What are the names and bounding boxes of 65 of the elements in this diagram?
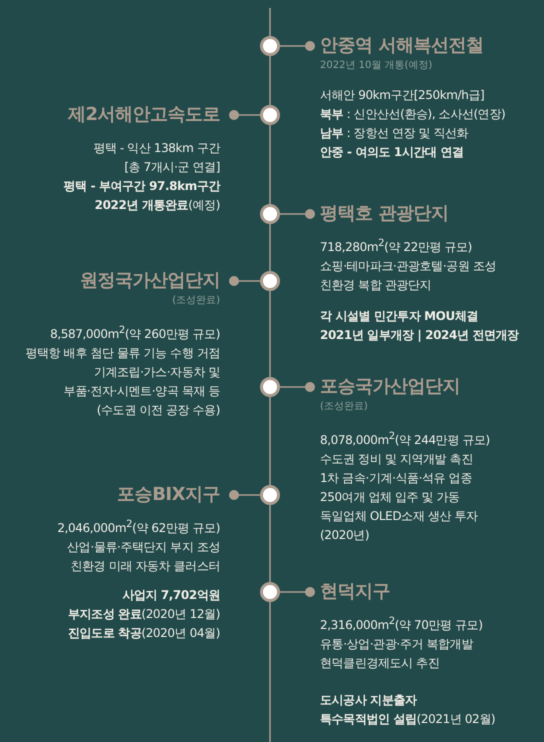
- detail-text: 2021년 일부개장 | 2024년 전면개장: [319, 327, 519, 344]
- connector-line: [280, 382, 315, 392]
- detail-text: 특수목적법인 설립(2021년 02월): [319, 711, 496, 728]
- entry-title: 제2서해안고속도로: [66, 103, 221, 127]
- entry-title: 포승국가산업단지: [319, 375, 461, 399]
- timeline-marker: [260, 485, 280, 505]
- detail-text: 북부 : 신안산선(환승), 소사선(연장): [319, 106, 506, 123]
- detail-text: 부지조성 완료(2020년 12월): [67, 606, 221, 623]
- detail-text: 2,046,000m$^{2}$(약 62만평 규모): [57, 518, 221, 537]
- detail-text: 남부 : 장항선 연장 및 직선화: [319, 125, 470, 142]
- timeline-marker: [260, 271, 280, 291]
- detail-text: 독일업체 OLED소재 생산 투자: [319, 508, 479, 525]
- timeline-line: [269, 125, 271, 204]
- detail-text: (수도권 이전 공장 수용): [96, 402, 221, 419]
- timeline-marker: [260, 36, 280, 56]
- entry-title: 원정국가산업단지: [79, 269, 221, 293]
- status-note: 2022년 10월 개통(예정): [319, 59, 434, 73]
- detail-text: 도시공사 지분출자: [319, 692, 418, 709]
- detail-text: 각 시설별 민간투자 MOU체결: [319, 308, 480, 325]
- detail-text: 쇼핑·테마파크·관광호텔·공원 조성: [319, 258, 498, 275]
- detail-text: 부품·전자·시멘트·양곡 목재 등: [62, 383, 221, 400]
- connector-line: [229, 110, 260, 120]
- connector-line: [229, 276, 260, 286]
- connector-line: [280, 209, 315, 219]
- detail-text: 친환경 미래 자동차 클러스터: [70, 558, 221, 575]
- detail-text: 진입도로 착공(2020년 04월): [67, 625, 221, 642]
- detail-text: 250여개 업체 입주 및 가동: [319, 489, 461, 506]
- entry-title: 안중역 서해복선전철: [319, 34, 484, 58]
- detail-text: 산업·물류·주택단지 부지 조성: [66, 539, 221, 556]
- timeline-line: [269, 224, 271, 271]
- connector-line: [280, 587, 315, 597]
- connector-line: [280, 41, 315, 51]
- detail-text: 안중 - 여의도 1시간대 연결: [319, 144, 465, 161]
- detail-text: 수도권 정비 및 지역개발 촉진: [319, 451, 474, 468]
- detail-text: 서해안 90km구간[250km/h급]: [319, 87, 486, 104]
- detail-text: 평택항 배후 첨단 물류 기능 수행 거점: [26, 345, 221, 362]
- detail-text: 현덕클린경제도시 추진: [319, 655, 440, 672]
- detail-text: 718,280m$^{2}$(약 22만평 규모): [319, 237, 473, 256]
- timeline-line: [269, 56, 271, 105]
- connector-line: [229, 490, 260, 500]
- entry-title: 포승BIX지구: [116, 483, 221, 507]
- timeline-marker: [260, 582, 280, 602]
- detail-text: 사업지 7,702억원: [121, 587, 221, 604]
- detail-text: 평택 - 부여구간 97.8km구간: [64, 178, 222, 195]
- timeline-marker: [260, 204, 280, 224]
- detail-text: 2022년 개통완료(예정): [94, 197, 221, 214]
- detail-text: 8,587,000m$^{2}$(약 260만평 규모): [49, 324, 221, 343]
- detail-text: 친환경 복합 관광단지: [319, 277, 432, 294]
- status-note: (조성완료): [319, 400, 369, 414]
- timeline-line: [269, 291, 271, 377]
- timeline-line: [269, 397, 271, 485]
- timeline-line: [269, 505, 271, 582]
- detail-text: 1차 금속·기계·식품·석유 업종: [319, 470, 473, 487]
- detail-text: 기계조립·가스·자동차 및: [92, 364, 221, 381]
- detail-text: 8,078,000m$^{2}$(약 244만평 규모): [319, 430, 490, 449]
- detail-text: 2,316,000m$^{2}$(약 70만평 규모): [319, 615, 484, 634]
- detail-text: 평택 - 익산 138km 구간: [92, 140, 222, 157]
- timeline-marker: [260, 377, 280, 397]
- detail-text: (2020년): [319, 527, 370, 544]
- detail-text: 유통·상업·관광·주거 복합개발: [319, 636, 474, 653]
- status-note: (조성완료): [171, 294, 221, 308]
- detail-text: [총 7개시·군 연결]: [123, 159, 221, 176]
- timeline-marker: [260, 105, 280, 125]
- entry-title: 현덕지구: [319, 580, 391, 604]
- entry-title: 평택호 관광단지: [319, 202, 450, 226]
